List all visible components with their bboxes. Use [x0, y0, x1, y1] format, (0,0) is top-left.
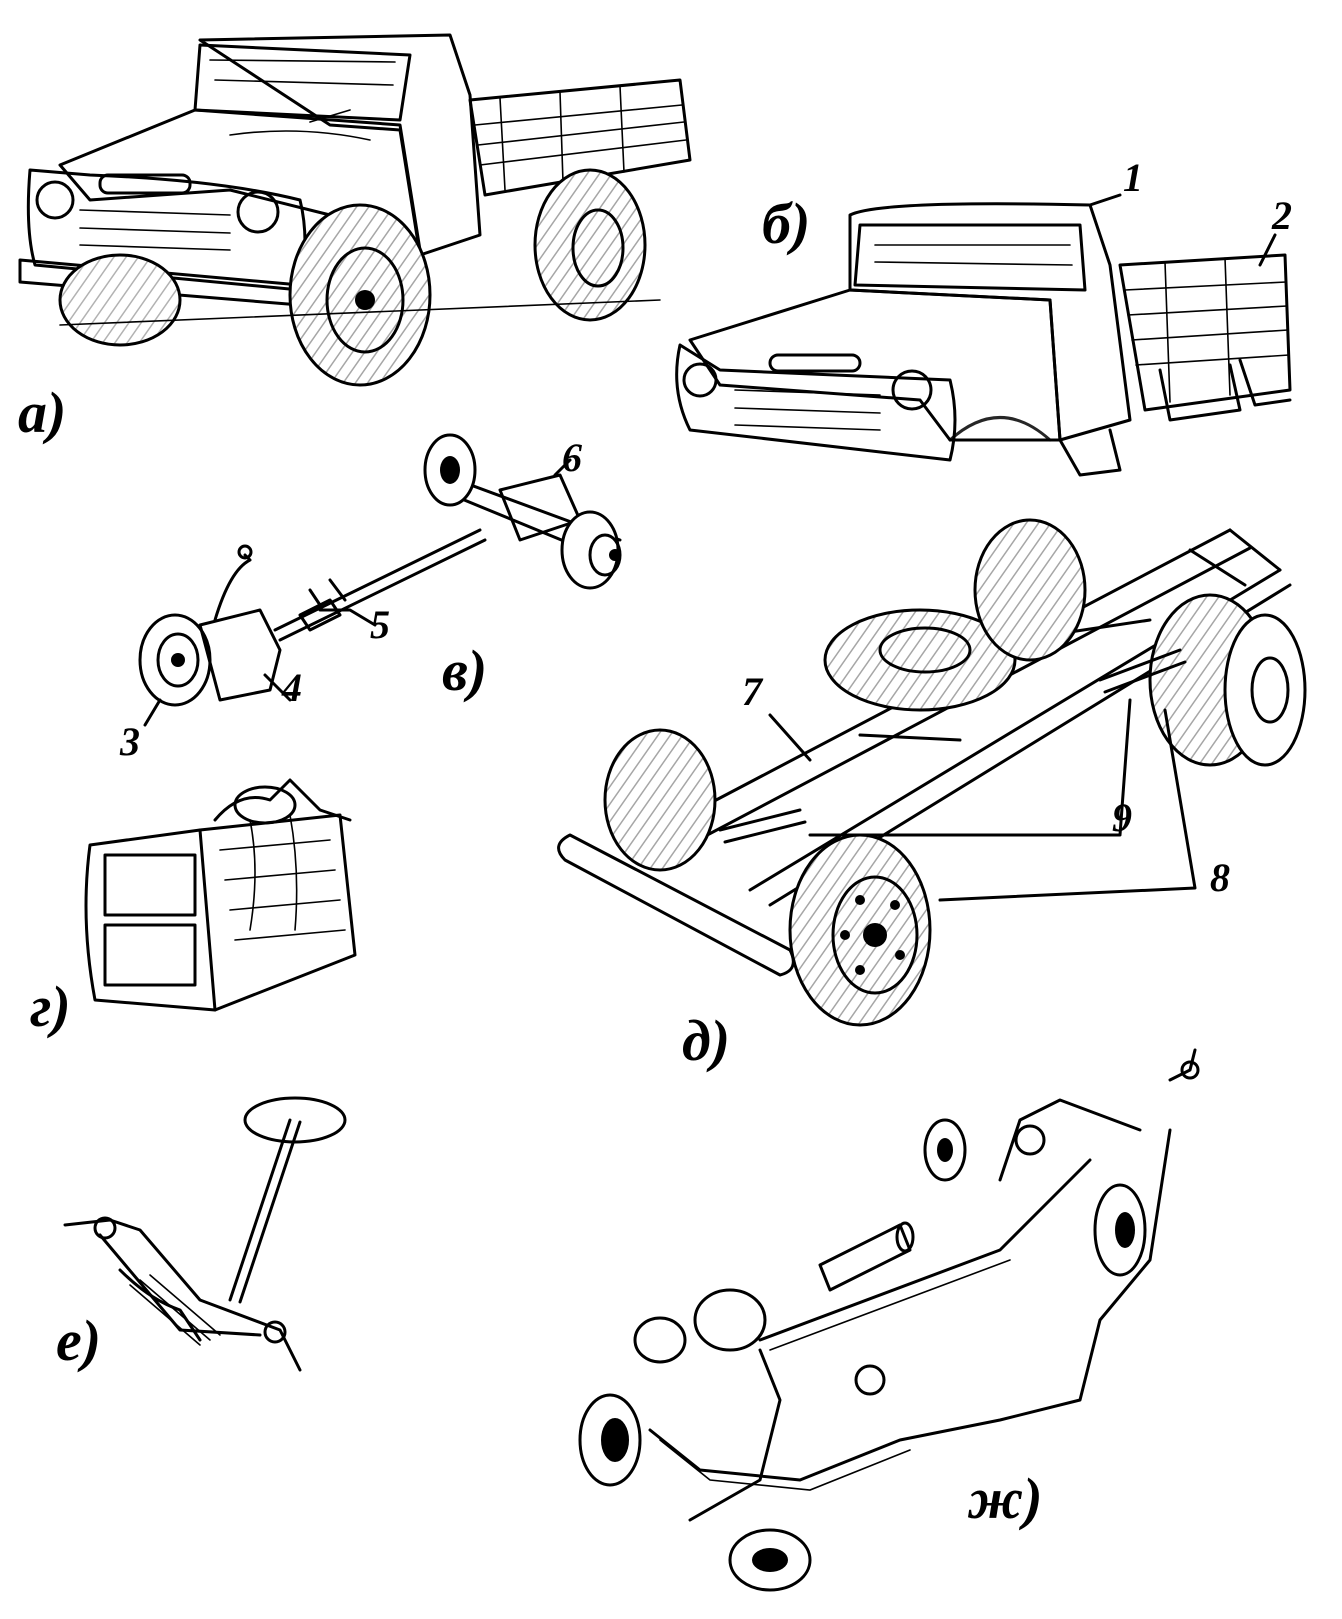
callout-9: 9 — [1112, 795, 1132, 840]
callout-3: 3 — [120, 719, 140, 764]
callout-8: 8 — [1210, 855, 1230, 900]
truck-complete-illustration — [18, 33, 692, 387]
panel-label-zh: ж) — [968, 1466, 1043, 1531]
brake-system-illustration — [578, 1048, 1200, 1592]
callout-5: 5 — [370, 602, 390, 647]
chassis-illustration — [557, 518, 1307, 1027]
callout-4: 4 — [282, 665, 302, 710]
panel-label-g: г) — [30, 974, 71, 1039]
callout-1: 1 — [1123, 155, 1143, 200]
callout-6: 6 — [562, 435, 582, 480]
panel-label-e: е) — [56, 1308, 102, 1373]
callout-2: 2 — [1272, 193, 1292, 238]
panel-label-d: д) — [682, 1008, 731, 1073]
transmission-illustration — [138, 433, 622, 727]
panel-label-b: б) — [762, 191, 811, 256]
steering-illustration — [63, 1096, 347, 1372]
cab-and-body-illustration — [675, 193, 1292, 477]
panel-label-v: в) — [442, 638, 488, 703]
panel-label-a: а) — [18, 380, 67, 445]
engine-illustration — [84, 778, 357, 1012]
callout-7: 7 — [742, 669, 762, 714]
